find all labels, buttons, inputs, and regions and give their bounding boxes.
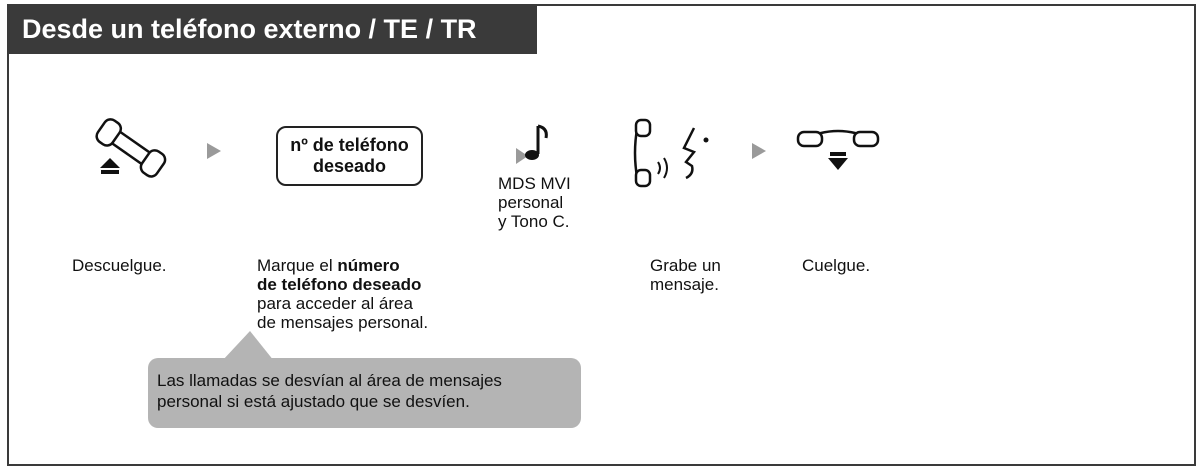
caption-dial-line3: para acceder al área <box>257 294 413 313</box>
frame-top-border <box>7 4 1196 6</box>
caption-off-hook: Descuelgue. <box>72 256 167 275</box>
caption-on-hook: Cuelgue. <box>802 256 871 275</box>
note-line1: Las llamadas se desvían al área de mensa… <box>157 371 502 390</box>
caption-dial-pre: Marque el <box>257 256 338 275</box>
arrow-icon-1 <box>207 143 221 159</box>
note-bubble-tail <box>222 331 274 361</box>
handset-on-hook-icon <box>796 122 880 182</box>
tone-label-line3: y Tono C. <box>498 212 570 231</box>
dial-key-line1: nº de teléfono <box>290 135 409 155</box>
note-bubble: Las llamadas se desvían al área de mensa… <box>148 358 581 428</box>
caption-dial-bold1: número <box>337 256 400 275</box>
speaking-to-handset-icon <box>628 118 718 188</box>
caption-record-line2: mensaje. <box>650 275 719 294</box>
tone-label-line1: MDS MVI <box>498 174 571 193</box>
note-line2: personal si está ajustado que se desvíen… <box>157 392 470 411</box>
caption-record-line1: Grabe un <box>650 256 721 275</box>
caption-dial-line4: de mensajes personal. <box>257 313 429 332</box>
dial-key-line2: deseado <box>312 156 387 176</box>
tone-label: MDS MVI personal y Tono C. <box>498 174 571 231</box>
dial-number-key: nº de teléfono deseado <box>276 126 423 186</box>
handset-off-hook-icon <box>88 112 168 192</box>
musical-note-icon <box>512 120 552 170</box>
caption-dial-bold2: de teléfono deseado <box>257 275 422 294</box>
section-title: Desde un teléfono externo / TE / TR <box>7 4 537 54</box>
caption-record: Grabe un mensaje. <box>650 256 721 294</box>
arrow-icon-2 <box>752 143 766 159</box>
caption-dial: Marque el número de teléfono deseado par… <box>257 256 428 332</box>
procedure-frame <box>7 4 1196 466</box>
tone-label-line2: personal <box>498 193 564 212</box>
